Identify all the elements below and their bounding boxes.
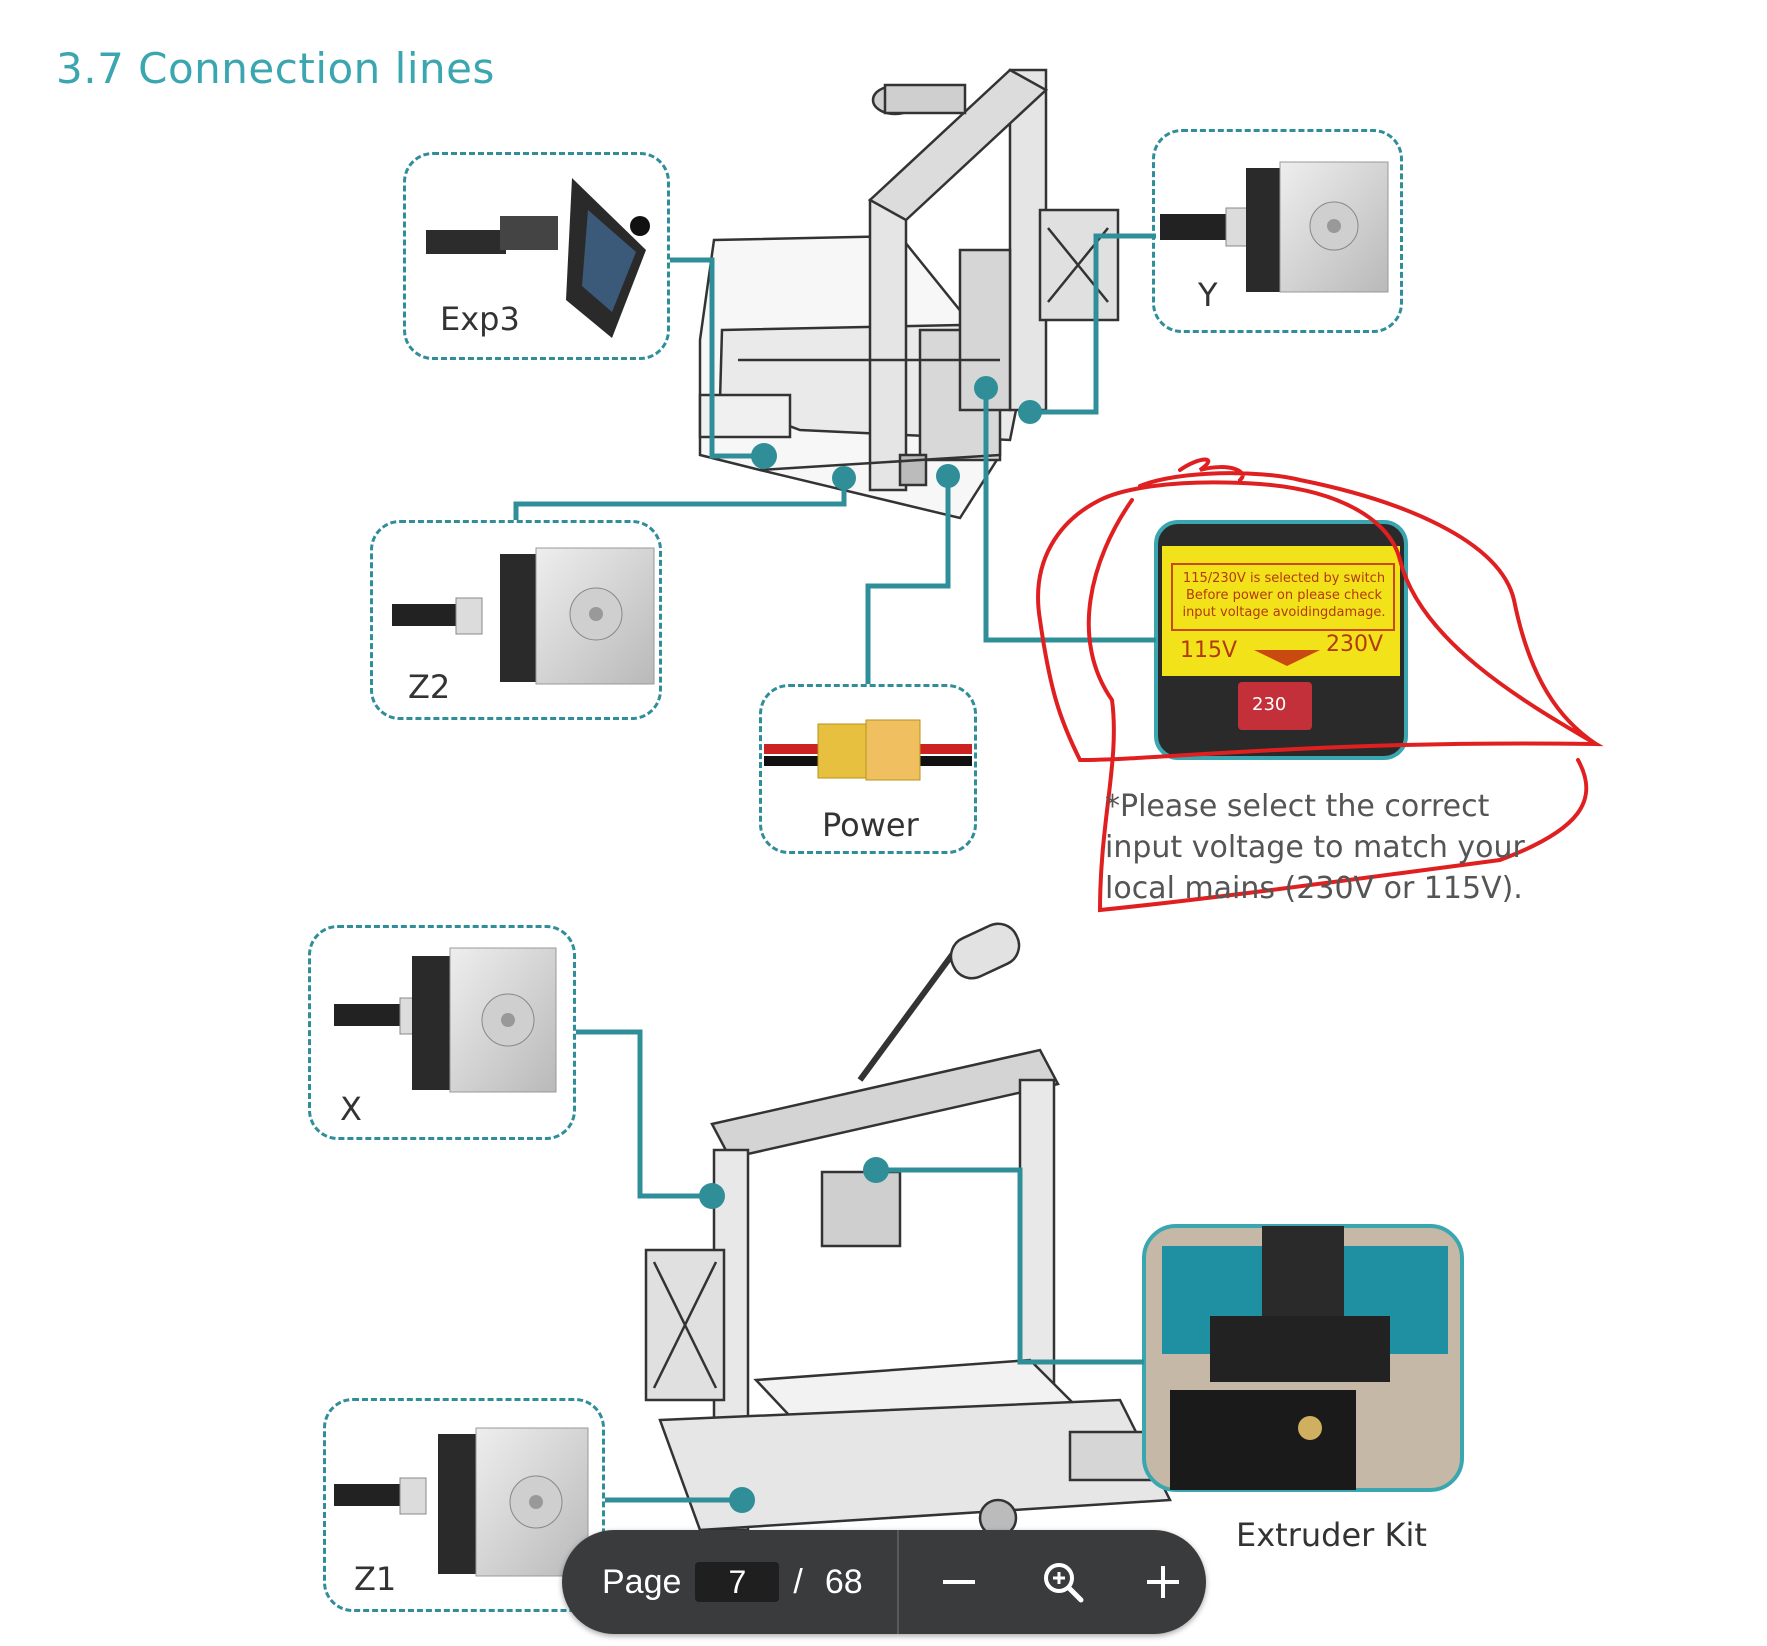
voltage-note-line-1: *Please select the correct [1105, 789, 1490, 824]
sticker-115v: 115V [1180, 638, 1238, 663]
voltage-note-line-2: input voltage to match your [1105, 830, 1525, 865]
z2-motor-image [392, 547, 655, 685]
switch-value: 230 [1252, 694, 1287, 715]
sticker-line-3: input voltage avoidingdamage. [1182, 605, 1386, 620]
voltage-switch-image [1154, 520, 1408, 760]
connection-lines [513, 233, 1156, 1503]
voltage-note: *Please select the correct input voltage… [1105, 786, 1535, 909]
x-motor-label: X [340, 1090, 362, 1128]
total-pages: 68 [824, 1562, 863, 1601]
magnifier-icon [1043, 1563, 1084, 1603]
printer-front-view [644, 922, 1172, 1538]
minus-icon [942, 1580, 975, 1584]
sticker-line-1: 115/230V is selected by switch [1182, 571, 1386, 586]
extruder-kit-image [1142, 1224, 1464, 1492]
section-heading: 3.7 Connection lines [56, 44, 495, 93]
voltage-note-line-3: local mains (230V or 115V). [1105, 871, 1523, 906]
exp3-label: Exp3 [440, 300, 520, 338]
sticker-text: 115/230V is selected by switch Before po… [1176, 570, 1392, 621]
z2-motor-label: Z2 [408, 668, 451, 706]
section-number: 3.7 [56, 44, 125, 93]
section-title: Connection lines [138, 44, 495, 93]
toolbar-divider [896, 1530, 899, 1634]
y-motor-image [1160, 161, 1389, 293]
page-number-input[interactable]: 7 [695, 1562, 780, 1602]
zoom-out-button[interactable] [919, 1542, 999, 1622]
extruder-kit-label: Extruder Kit [1236, 1516, 1427, 1554]
power-connector-image [764, 719, 972, 781]
sticker-230v: 230V [1326, 632, 1384, 657]
red-annotation-scribble [1036, 457, 1604, 913]
connection-dots [699, 376, 1042, 1513]
printer-rear-view [698, 68, 1120, 520]
zoom-reset-button[interactable] [1023, 1542, 1103, 1622]
y-motor-label: Y [1198, 276, 1218, 314]
exp3-display-image [426, 178, 650, 338]
x-motor-image [334, 947, 557, 1093]
page-label: Page [602, 1562, 682, 1601]
plus-icon [1146, 1566, 1179, 1598]
zoom-in-button[interactable] [1123, 1542, 1203, 1622]
sticker-line-2: Before power on please check [1185, 588, 1383, 603]
page-separator: / [793, 1562, 803, 1601]
z1-motor-image [334, 1427, 589, 1577]
power-label: Power [822, 806, 919, 844]
z1-motor-label: Z1 [354, 1560, 397, 1598]
page-toolbar: Page 7 / 68 [562, 1530, 1206, 1634]
